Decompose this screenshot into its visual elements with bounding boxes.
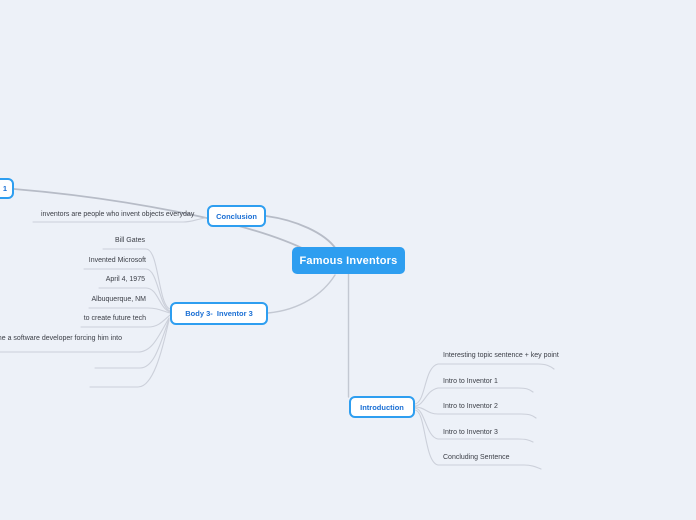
topic-software-developer[interactable]: became a software developer forcing him …: [0, 335, 122, 342]
topic-conclusion-summary[interactable]: inventors are people who invent objects …: [41, 211, 195, 218]
node-body3-inventor3[interactable]: Body 3- Inventor 3: [170, 302, 268, 325]
topic-bill-gates[interactable]: Bill Gates: [115, 237, 145, 244]
connector-body3-root: [267, 274, 336, 314]
topic-intro-inventor-1[interactable]: Intro to Inventor 1: [443, 378, 498, 385]
topic-create-future-tech[interactable]: to create future tech: [83, 315, 146, 322]
node-body1-partial[interactable]: 1: [0, 178, 14, 199]
connector-conclusion-root: [265, 215, 337, 250]
topic-birth-place[interactable]: Albuquerque, NM: [91, 296, 146, 303]
topic-intro-inventor-3[interactable]: Intro to Inventor 3: [443, 429, 498, 436]
topic-birth-date[interactable]: April 4, 1975: [105, 276, 145, 283]
topic-intro-inventor-2[interactable]: Intro to Inventor 2: [443, 403, 498, 410]
node-introduction[interactable]: Introduction: [349, 396, 415, 418]
topic-interesting-sentence[interactable]: Interesting topic sentence + key point: [443, 352, 559, 359]
connector-body3-child-4: [88, 307, 171, 314]
root-node-famous-inventors[interactable]: Famous Inventors: [292, 247, 405, 274]
connector-body3-child-7: [94, 318, 170, 369]
topic-concluding-sentence[interactable]: Concluding Sentence: [443, 454, 510, 461]
connector-body3-child-8: [89, 319, 170, 388]
topic-invented-microsoft[interactable]: Invented Microsoft: [88, 257, 146, 264]
node-conclusion[interactable]: Conclusion: [207, 205, 266, 227]
